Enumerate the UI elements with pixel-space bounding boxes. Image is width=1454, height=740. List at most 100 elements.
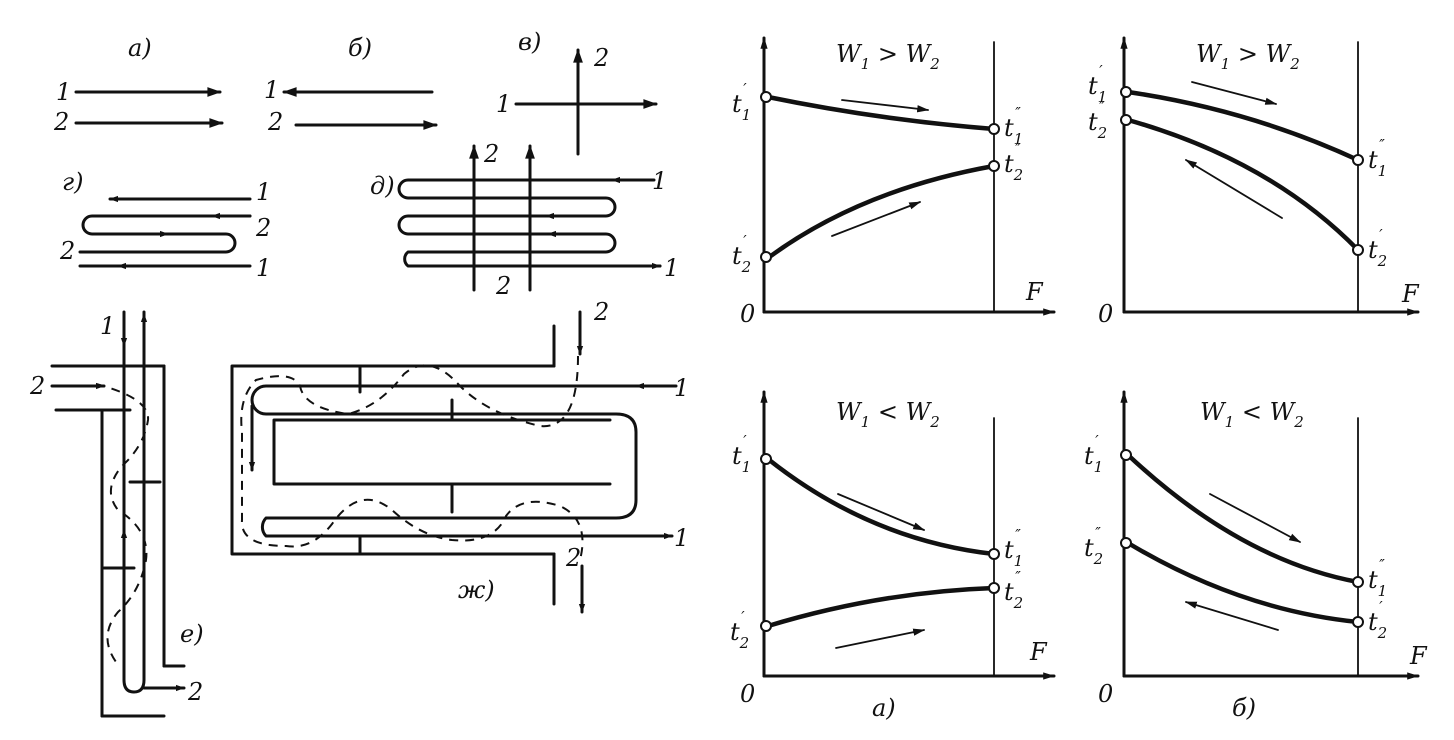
shell-inner-bay	[272, 418, 612, 486]
flow-direction-arrow	[841, 99, 930, 113]
point-t2-in	[760, 620, 772, 632]
flow-label-2-right: 2	[255, 214, 271, 242]
point-t2-out	[1120, 537, 1132, 549]
flow-label-2-in: 2	[593, 298, 609, 326]
flow-direction-arrow	[1209, 493, 1302, 543]
scheme-multipass-cross: д) 2 1 1 2	[370, 140, 679, 300]
point-t2-out	[988, 160, 1000, 172]
axis-origin: 0	[1098, 300, 1113, 328]
scheme-counter-flow: б) 1 2	[264, 34, 438, 136]
flow-direction-arrow	[835, 628, 926, 649]
scheme-caption: а)	[128, 34, 152, 62]
scheme-caption: в)	[518, 28, 541, 56]
u-tube	[122, 310, 146, 694]
graph-title: W1 < W2	[836, 398, 940, 431]
flow-label-2-out: 2	[565, 544, 581, 572]
curve-cold-fluid	[1125, 540, 1361, 625]
flow-label-2-top: 2	[483, 140, 499, 168]
point-t1-out	[1352, 154, 1364, 166]
graph-title: W1 < W2	[1200, 398, 1304, 431]
curve-hot-fluid	[765, 456, 997, 557]
point-t1-in	[1120, 86, 1132, 98]
graph-top-right: W1 > W2 t1′ t2″ t1″ t2′ F 0	[1088, 36, 1420, 328]
point-t1-out	[988, 548, 1000, 560]
scheme-multipass: г) 1 2 2 1	[59, 168, 271, 282]
label-t2-in: t2′	[1368, 598, 1387, 642]
curve-hot-fluid	[1125, 452, 1361, 585]
curve-cold-fluid	[765, 585, 997, 629]
shell-side-flow-path	[95, 383, 150, 663]
point-t2-in	[1352, 244, 1364, 256]
flow-direction-arrow	[1184, 601, 1279, 631]
point-t2-in	[760, 251, 772, 263]
point-t2-out	[988, 582, 1000, 594]
flow-label-2-bottom: 2	[495, 272, 511, 300]
flow-label-1-top: 1	[256, 178, 271, 206]
graph-title: W1 > W2	[836, 40, 940, 73]
flow-label-1-bottom: 1	[664, 254, 679, 282]
flow-direction-arrow	[1184, 159, 1283, 219]
axis-origin: 0	[740, 300, 755, 328]
flow-direction-arrow	[837, 493, 926, 531]
flow-label-1-out: 1	[674, 524, 689, 552]
label-t1-in: t1′	[1084, 432, 1103, 476]
flow-label-1: 1	[496, 90, 511, 118]
label-t2-in: t2′	[1368, 226, 1387, 270]
flow-label-1: 1	[264, 76, 279, 104]
curve-cold-fluid	[765, 163, 997, 261]
flow-label-2: 2	[593, 44, 609, 72]
label-t1-in: t1′	[732, 432, 751, 476]
flow-label-2-out: 2	[187, 678, 203, 706]
point-t2-in	[1352, 616, 1364, 628]
scheme-caption: б)	[348, 34, 372, 62]
label-t2-out: t2″	[1004, 568, 1023, 612]
label-t2-out: t2″	[1084, 524, 1103, 568]
label-t2-in: t2′	[732, 232, 751, 276]
flow-label-1-in: 1	[674, 374, 689, 402]
curve-cold-fluid	[1125, 117, 1361, 253]
scheme-caption: ж)	[458, 576, 495, 604]
label-t2-out: t2″	[1088, 98, 1107, 142]
flow-label-2-left: 2	[59, 237, 75, 265]
tube-bundle	[250, 384, 672, 538]
scheme-cross-flow: в) 2 1	[496, 28, 658, 156]
flow-label-1: 1	[56, 78, 71, 106]
curve-hot-fluid	[765, 94, 997, 132]
scheme-parallel-flow: а) 1 2	[53, 34, 224, 136]
flow-label-2: 2	[53, 108, 69, 136]
axis-label-x: F	[1409, 642, 1428, 670]
label-t2-out: t2″	[1004, 140, 1023, 184]
point-t1-in	[1120, 449, 1132, 461]
flow-label-2: 2	[267, 108, 283, 136]
graph-bottom-left: W1 < W2 t1′ t1″ t2″ t2′ F 0 а)	[730, 390, 1056, 722]
serpentine-tube-1	[397, 178, 662, 268]
graph-caption: б)	[1232, 694, 1256, 722]
point-t2-out	[1120, 114, 1132, 126]
label-t1-in: t1′	[732, 80, 751, 124]
graph-title: W1 > W2	[1196, 40, 1300, 73]
axis-origin: 0	[740, 680, 755, 708]
scheme-caption: е)	[180, 620, 204, 648]
axis-label-x: F	[1401, 280, 1420, 308]
point-t1-out	[988, 123, 1000, 135]
flow-label-1-bottom: 1	[256, 254, 271, 282]
scheme-double-tube: 1 2 2 е)	[29, 310, 204, 718]
axis-origin: 0	[1098, 680, 1113, 708]
point-t1-in	[760, 453, 772, 465]
curve-hot-fluid	[1125, 89, 1361, 163]
axis-label-x: F	[1029, 638, 1048, 666]
flow-label-1: 1	[100, 312, 115, 340]
label-t1-out: t1″	[1368, 136, 1387, 180]
label-t1-out: t1″	[1004, 526, 1023, 570]
scheme-caption: г)	[62, 168, 84, 196]
scheme-shell-and-tube: 2 1 1 2 ж)	[230, 298, 689, 614]
point-t1-in	[760, 91, 772, 103]
flow-label-2-in: 2	[29, 372, 45, 400]
graph-top-left: W1 > W2 t1′ t1″ t2″ t2′ F 0	[732, 36, 1056, 328]
label-t1-out: t1″	[1368, 556, 1387, 600]
label-t2-in: t2′	[730, 608, 749, 652]
flow-direction-arrow	[831, 201, 922, 237]
graph-caption: а)	[872, 694, 896, 722]
label-t1-out: t1″	[1004, 104, 1023, 148]
